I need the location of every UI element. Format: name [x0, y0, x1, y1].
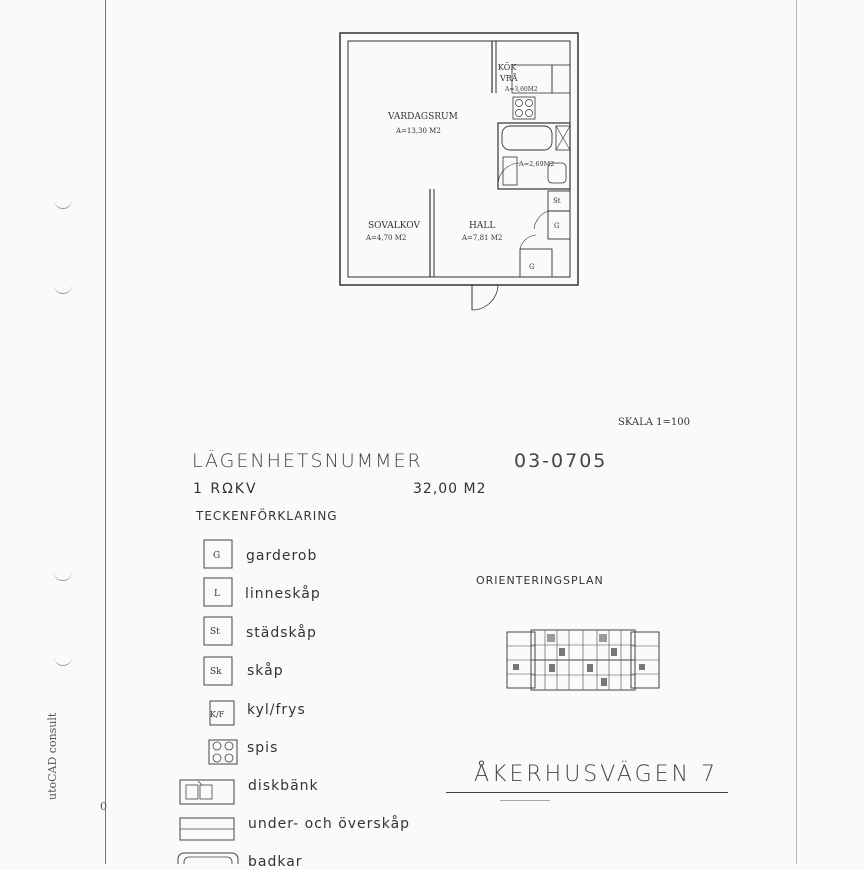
symbol-g-2: G [529, 263, 535, 271]
punch-hole-mark [54, 285, 72, 294]
address-underline-fragment [500, 800, 550, 801]
room-area-bad: A=2,69M2 [518, 160, 554, 168]
room-name-kok: KÖK [498, 63, 517, 72]
address-underline [446, 792, 728, 793]
room-area-vardagsrum: A=13,30 M2 [395, 127, 441, 135]
legend-label-spis: spis [247, 740, 279, 756]
room-area-kok: A=3,60M2 [504, 86, 538, 93]
orientation-plan-drawing [506, 629, 660, 691]
page-right-border [796, 0, 797, 864]
legend-title: TECKENFÖRKLARING [196, 509, 338, 523]
svg-text:St: St [210, 627, 220, 637]
linneskap-symbol: L [203, 577, 233, 607]
floor-plan: KÖK VRÅ A=3,60M2 VARDAGSRUM A=13,30 M2 A… [339, 32, 579, 311]
legend-label-skap: skåp [247, 663, 284, 679]
stadskap-symbol: St [203, 616, 233, 646]
spis-symbol [208, 739, 238, 765]
legend-label-stadskap: städskåp [246, 625, 317, 641]
badkar-symbol [177, 852, 239, 864]
legend-label-diskbank: diskbänk [248, 778, 319, 794]
under-och-overskap-symbol [179, 817, 235, 841]
room-name-vra: VRÅ [499, 74, 518, 83]
side-credit-text: utoCAD consult [46, 680, 60, 800]
symbol-st: St [553, 197, 561, 205]
legend-label-kyl-frys: kyl/frys [247, 702, 306, 718]
garderob-symbol: G [203, 539, 233, 569]
punch-hole-mark [54, 657, 72, 666]
room-name-sovalkov: SOVALKOV [368, 221, 420, 231]
svg-text:K/F: K/F [210, 710, 225, 719]
skap-symbol: Sk [203, 656, 233, 686]
punch-hole-mark [54, 200, 72, 209]
side-credit-line2: 0 [100, 800, 107, 813]
address-title: ÅKERHUSVÄGEN 7 [474, 762, 718, 787]
side-credit-text-2: 0 [100, 800, 107, 813]
legend-label-garderob: garderob [246, 548, 318, 564]
legend-label-badkar: badkar [248, 854, 303, 870]
svg-text:G: G [213, 551, 220, 561]
symbol-g: G [554, 222, 560, 230]
legend-label-under-och-overskap: under- och överskåp [248, 816, 411, 832]
room-area-sovalkov: A=4,70 M2 [365, 234, 406, 242]
apartment-number: 03-0705 [514, 450, 608, 472]
legend-symbols: G L St Sk K/F [177, 539, 239, 864]
scale-label: SKALA 1=100 [618, 417, 691, 428]
svg-text:L: L [214, 589, 220, 599]
orientation-plan-label: ORIENTERINGSPLAN [476, 574, 604, 587]
room-area-hall: A=7,81 M2 [461, 234, 502, 242]
punch-hole-mark [54, 572, 72, 581]
kyl-frys-symbol: K/F [209, 700, 235, 726]
svg-text:Sk: Sk [210, 667, 222, 677]
legend-label-linneskap: linneskåp [245, 586, 321, 602]
apartment-area: 32,00 M2 [413, 481, 487, 497]
side-credit-line1: utoCAD consult [46, 712, 59, 800]
room-name-vardagsrum: VARDAGSRUM [387, 112, 458, 122]
apartment-number-label: LÄGENHETSNUMMER [192, 450, 423, 472]
page-left-border [105, 0, 106, 864]
apartment-type: 1 RΩKV [193, 481, 258, 497]
room-name-hall: HALL [469, 221, 495, 231]
diskbank-symbol [179, 779, 235, 805]
